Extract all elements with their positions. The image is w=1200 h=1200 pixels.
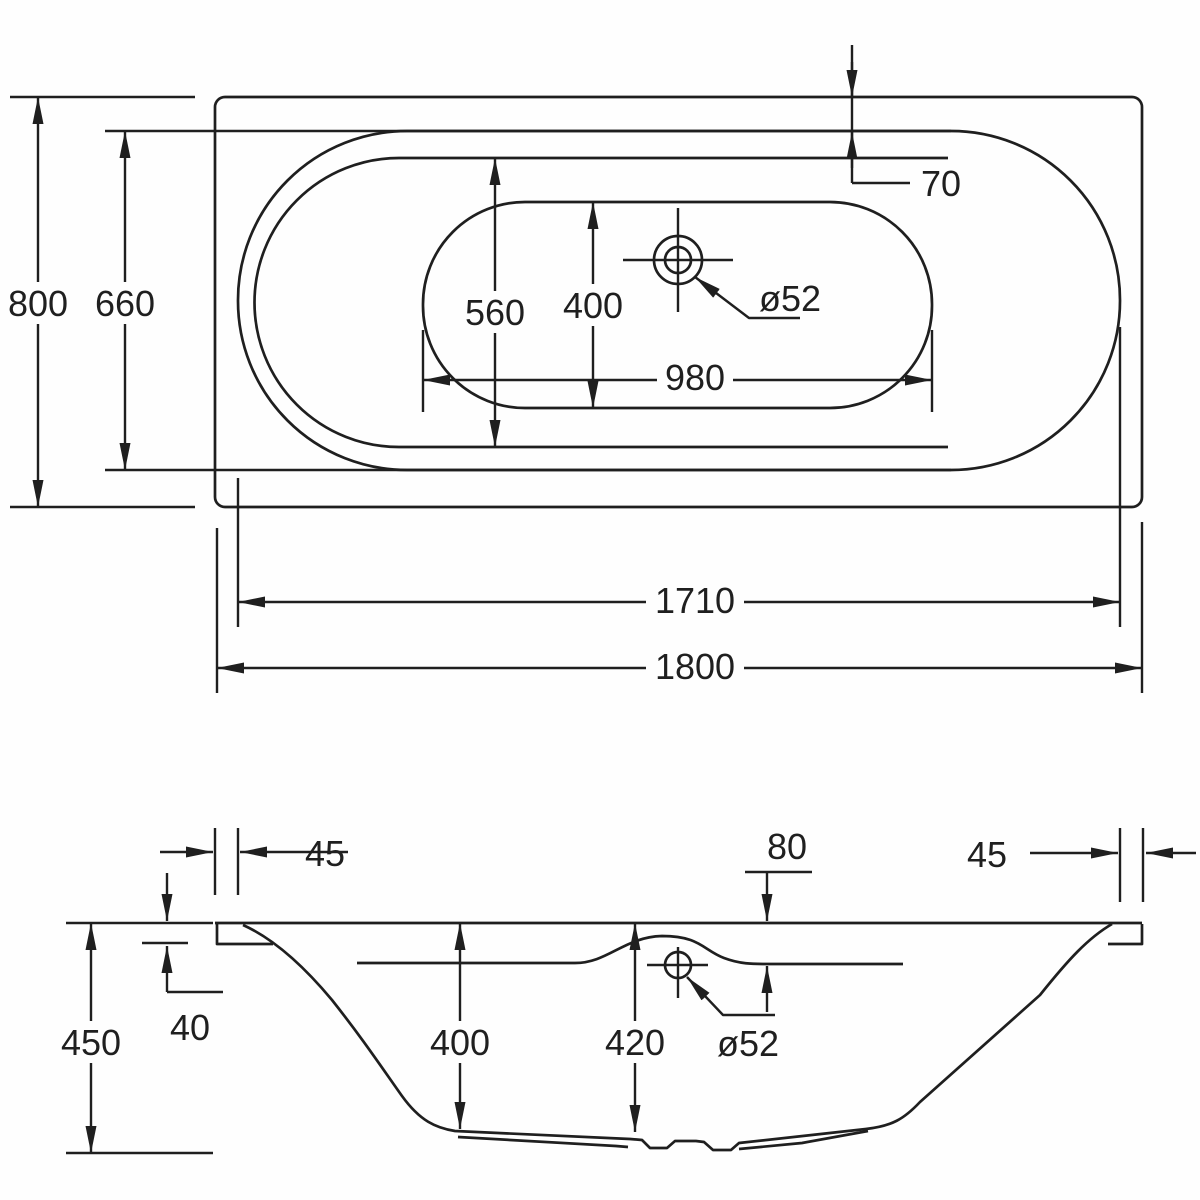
- section-left-lip: [215, 924, 273, 946]
- label-mask: [461, 291, 529, 333]
- dim-label: 400: [563, 285, 623, 326]
- dim-label: 420: [605, 1022, 665, 1063]
- section-tub-profile: [242, 922, 1113, 1152]
- drain-leader-line: [694, 276, 800, 320]
- dim-rim-width-660: 660: [93, 131, 157, 470]
- label-mask: [601, 1021, 669, 1063]
- dim-label: 1710: [655, 580, 735, 621]
- section-drain: ø52: [647, 947, 779, 1064]
- plan-rim-outline: [236, 129, 1122, 472]
- section-floor-under-line-right: [738, 1129, 869, 1151]
- dim-label: 800: [8, 283, 68, 324]
- dim-ledge-left-45: 45: [160, 828, 348, 895]
- dim-label: 1800: [655, 646, 735, 687]
- label-mask: [657, 356, 733, 398]
- dim-label: 70: [921, 163, 961, 204]
- dim-opening-width-560: 560: [461, 158, 529, 447]
- dim-label: 45: [967, 834, 1007, 875]
- dim-label: 45: [305, 833, 345, 874]
- dim-rim-to-ledge-80: 80: [745, 826, 812, 1012]
- label-mask: [646, 644, 744, 686]
- section-floor-under-line-left: [457, 1135, 629, 1149]
- dim-edge-offset-70: 70: [846, 45, 961, 204]
- label-mask: [646, 578, 744, 620]
- plan-floor-outline: [421, 200, 934, 410]
- plan-opening-left-arc: [253, 156, 400, 449]
- label-mask: [426, 1021, 494, 1063]
- dim-label: 400: [430, 1022, 490, 1063]
- dim-overall-width-800: 800: [6, 95, 195, 509]
- section-ledge-line: [357, 934, 903, 966]
- label-mask: [93, 282, 157, 324]
- plan-outer-rect: [213, 95, 1144, 509]
- dim-label: 980: [665, 357, 725, 398]
- dim-floor-length-980: 980: [421, 330, 934, 412]
- label-mask: [57, 1021, 125, 1063]
- dim-label: 40: [170, 1007, 210, 1048]
- plan-drain: ø52: [623, 208, 821, 320]
- label-mask: [6, 282, 70, 324]
- dim-depth-center-420: 420: [601, 923, 669, 1132]
- dim-overall-height-450: 450: [57, 921, 213, 1155]
- dim-label: 450: [61, 1022, 121, 1063]
- dim-label: 80: [767, 826, 807, 867]
- dim-label: 560: [465, 292, 525, 333]
- dim-rim-length-1710: 1710: [236, 327, 1122, 627]
- dim-label: 660: [95, 283, 155, 324]
- dim-overall-length-1800: 1800: [215, 522, 1144, 693]
- label-mask: [559, 284, 627, 326]
- dim-lip-height-40: 40: [142, 873, 223, 1048]
- dim-depth-left-400: 400: [426, 923, 494, 1129]
- dim-ledge-right-45: 45: [967, 828, 1196, 902]
- section-right-lip: [1108, 924, 1144, 946]
- plan-view: ø52 800 660 70 560: [6, 45, 1144, 693]
- drain-leader-line: [686, 976, 775, 1017]
- plan-drain-label: ø52: [759, 278, 821, 319]
- section-drain-label: ø52: [717, 1023, 779, 1064]
- section-view: ø52 45 45 80: [57, 826, 1196, 1155]
- dim-floor-width-400: 400: [559, 202, 627, 408]
